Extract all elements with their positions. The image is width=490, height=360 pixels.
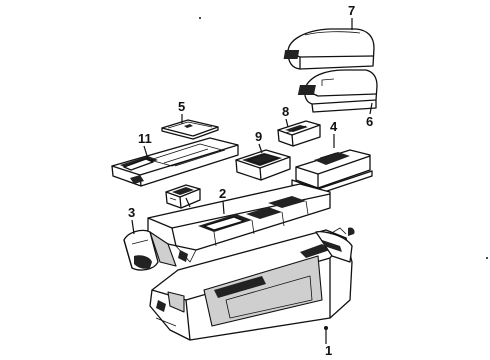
svg-text:7: 7 (348, 3, 355, 18)
part-9-storage-tray (235, 149, 291, 181)
svg-text:6: 6 (366, 114, 373, 129)
callout-9: 9 (255, 129, 263, 154)
part-7-armrest-lid (283, 28, 375, 70)
svg-text:9: 9 (255, 129, 262, 144)
callout-5: 5 (178, 99, 185, 124)
svg-text:2: 2 (219, 186, 226, 201)
part-5-cover-plate (161, 119, 219, 140)
callout-3: 3 (128, 205, 135, 235)
svg-text:1: 1 (325, 343, 332, 358)
stray-mark (199, 17, 201, 19)
svg-text:3: 3 (128, 205, 135, 220)
callout-2: 2 (219, 186, 226, 215)
stray-mark (486, 257, 488, 259)
callout-11: 11 (138, 131, 152, 160)
svg-text:5: 5 (178, 99, 185, 114)
callout-8: 8 (282, 104, 289, 128)
part-6-armrest-base (297, 69, 378, 113)
svg-text:8: 8 (282, 104, 289, 119)
part-10-switch-bracket (165, 184, 201, 209)
part-2-console-housing (147, 183, 331, 267)
part-8-small-bin (277, 120, 321, 147)
callout-4: 4 (330, 119, 338, 148)
part-11-top-panel (111, 137, 239, 187)
callout-1: 1 (324, 326, 332, 358)
part-1-lower-console (149, 227, 355, 341)
svg-text:11: 11 (138, 131, 152, 146)
svg-text:4: 4 (330, 119, 338, 134)
callout-7: 7 (348, 3, 355, 30)
part-3-side-bracket (123, 229, 159, 271)
callout-6: 6 (366, 102, 373, 129)
